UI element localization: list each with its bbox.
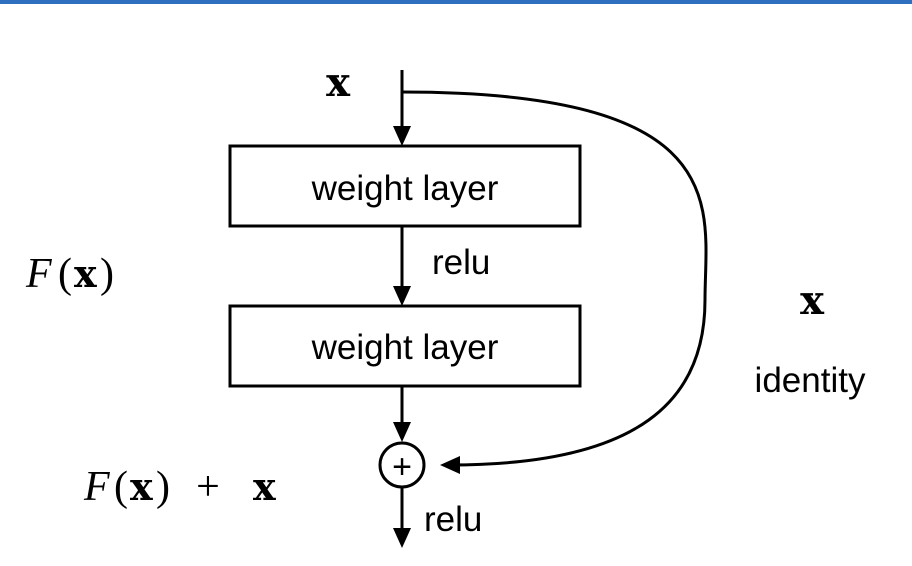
top-rule <box>0 0 912 4</box>
weight-layer-2 <box>228 304 582 388</box>
sum-plus: + <box>196 464 220 510</box>
adder-symbol: + <box>392 448 412 486</box>
residual-paren-open: ( <box>58 251 72 297</box>
relu-out-label: relu <box>424 500 482 539</box>
sum-expression-label: F ( x ) + x <box>83 464 276 510</box>
weight-layer-1 <box>228 144 582 228</box>
identity-arrowhead <box>440 456 460 474</box>
input-label: x <box>326 59 351 106</box>
sum-paren-close: ) <box>156 464 170 510</box>
sum-var: x <box>130 464 153 509</box>
weight-layer-1-label: weight layer <box>311 169 499 208</box>
skip-name-label: identity <box>755 361 866 400</box>
weight-layer-2-label: weight layer <box>311 328 499 367</box>
output-arrowhead <box>393 528 411 548</box>
relu-mid-label: relu <box>432 243 490 282</box>
input-arrowhead <box>393 126 411 146</box>
skip-var-label: x <box>800 277 825 324</box>
residual-var: x <box>74 251 97 296</box>
sum-arrowhead <box>393 422 411 442</box>
mid-arrowhead <box>393 286 411 306</box>
identity-skip-curve <box>401 90 708 467</box>
sum-var2: x <box>253 464 276 509</box>
sum-paren-open: ( <box>114 464 128 510</box>
residual-function-label: F ( x ) <box>25 251 114 297</box>
residual-paren-close: ) <box>100 251 114 297</box>
sum-script-f: F <box>83 464 110 510</box>
residual-script-f: F <box>25 251 52 297</box>
